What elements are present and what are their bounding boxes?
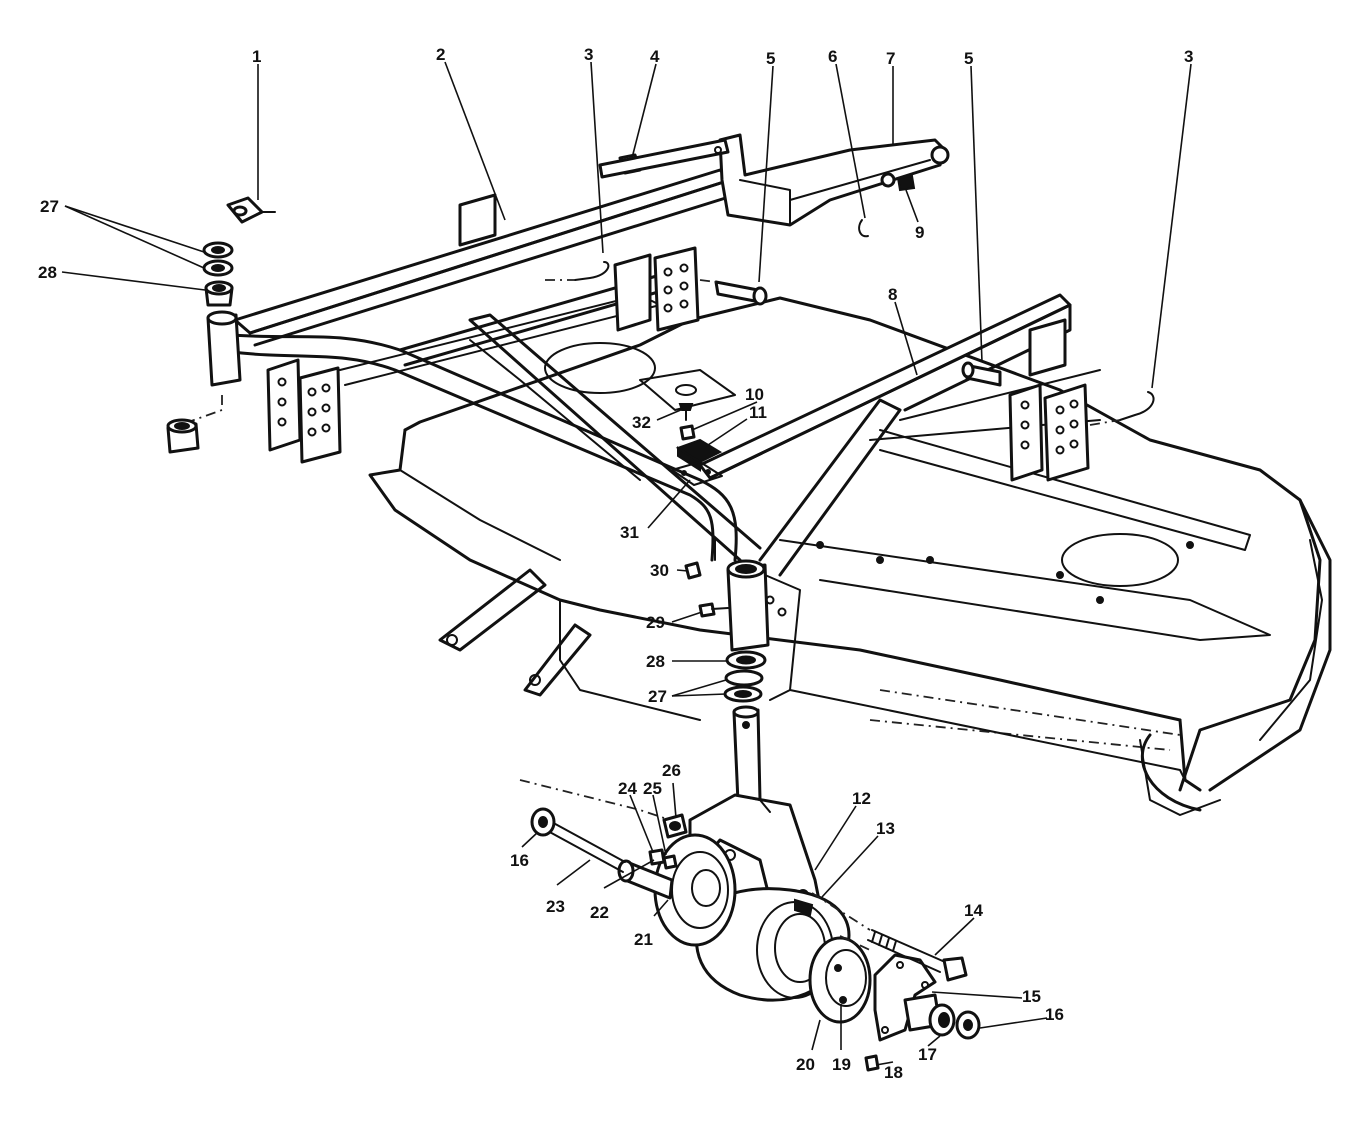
callout-11: 11 <box>749 403 767 422</box>
callout-16-left: 16 <box>510 851 529 870</box>
callout-32: 32 <box>632 413 651 432</box>
callout-9: 9 <box>915 223 924 242</box>
callout-27-front: 27 <box>648 687 667 706</box>
callout-21: 21 <box>634 930 653 949</box>
callout-1: 1 <box>252 47 261 66</box>
callout-23: 23 <box>546 897 565 916</box>
callout-7: 7 <box>886 49 895 68</box>
hitch-frame <box>206 168 1101 701</box>
callout-4: 4 <box>650 47 660 66</box>
lift-arm <box>598 133 950 238</box>
callout-leaders <box>61 61 1192 1066</box>
callout-5-left: 5 <box>766 49 775 68</box>
callout-labels: 1 2 3 3 4 5 5 6 7 8 9 10 11 12 13 14 15 … <box>38 45 1193 1082</box>
callout-14: 14 <box>964 901 983 920</box>
callout-10: 10 <box>745 385 764 404</box>
callout-16-right: 16 <box>1045 1005 1064 1024</box>
callout-3-right: 3 <box>1184 47 1193 66</box>
pins-clips <box>226 196 1155 426</box>
callout-2: 2 <box>436 45 445 64</box>
left-pivot-hardware <box>166 241 234 454</box>
callout-27-left: 27 <box>40 197 59 216</box>
callout-20: 20 <box>796 1055 815 1074</box>
center-hardware <box>671 403 767 703</box>
callout-28-left: 28 <box>38 263 57 282</box>
callout-12: 12 <box>852 789 871 808</box>
mower-deck <box>368 296 1332 831</box>
callout-25: 25 <box>643 779 662 798</box>
callout-3-left: 3 <box>584 45 593 64</box>
callout-13: 13 <box>876 819 895 838</box>
callout-18: 18 <box>884 1063 903 1082</box>
callout-22: 22 <box>590 903 609 922</box>
callout-30: 30 <box>650 561 669 580</box>
callout-26: 26 <box>662 761 681 780</box>
callout-8: 8 <box>888 285 897 304</box>
caster-assembly <box>530 705 981 1072</box>
callout-29: 29 <box>646 613 665 632</box>
callout-17: 17 <box>918 1045 937 1064</box>
callout-19: 19 <box>832 1055 851 1074</box>
callout-6: 6 <box>828 47 837 66</box>
callout-5-right: 5 <box>964 49 973 68</box>
callout-24: 24 <box>618 779 637 798</box>
callout-28-front: 28 <box>646 652 665 671</box>
callout-15: 15 <box>1022 987 1041 1006</box>
callout-31: 31 <box>620 523 639 542</box>
